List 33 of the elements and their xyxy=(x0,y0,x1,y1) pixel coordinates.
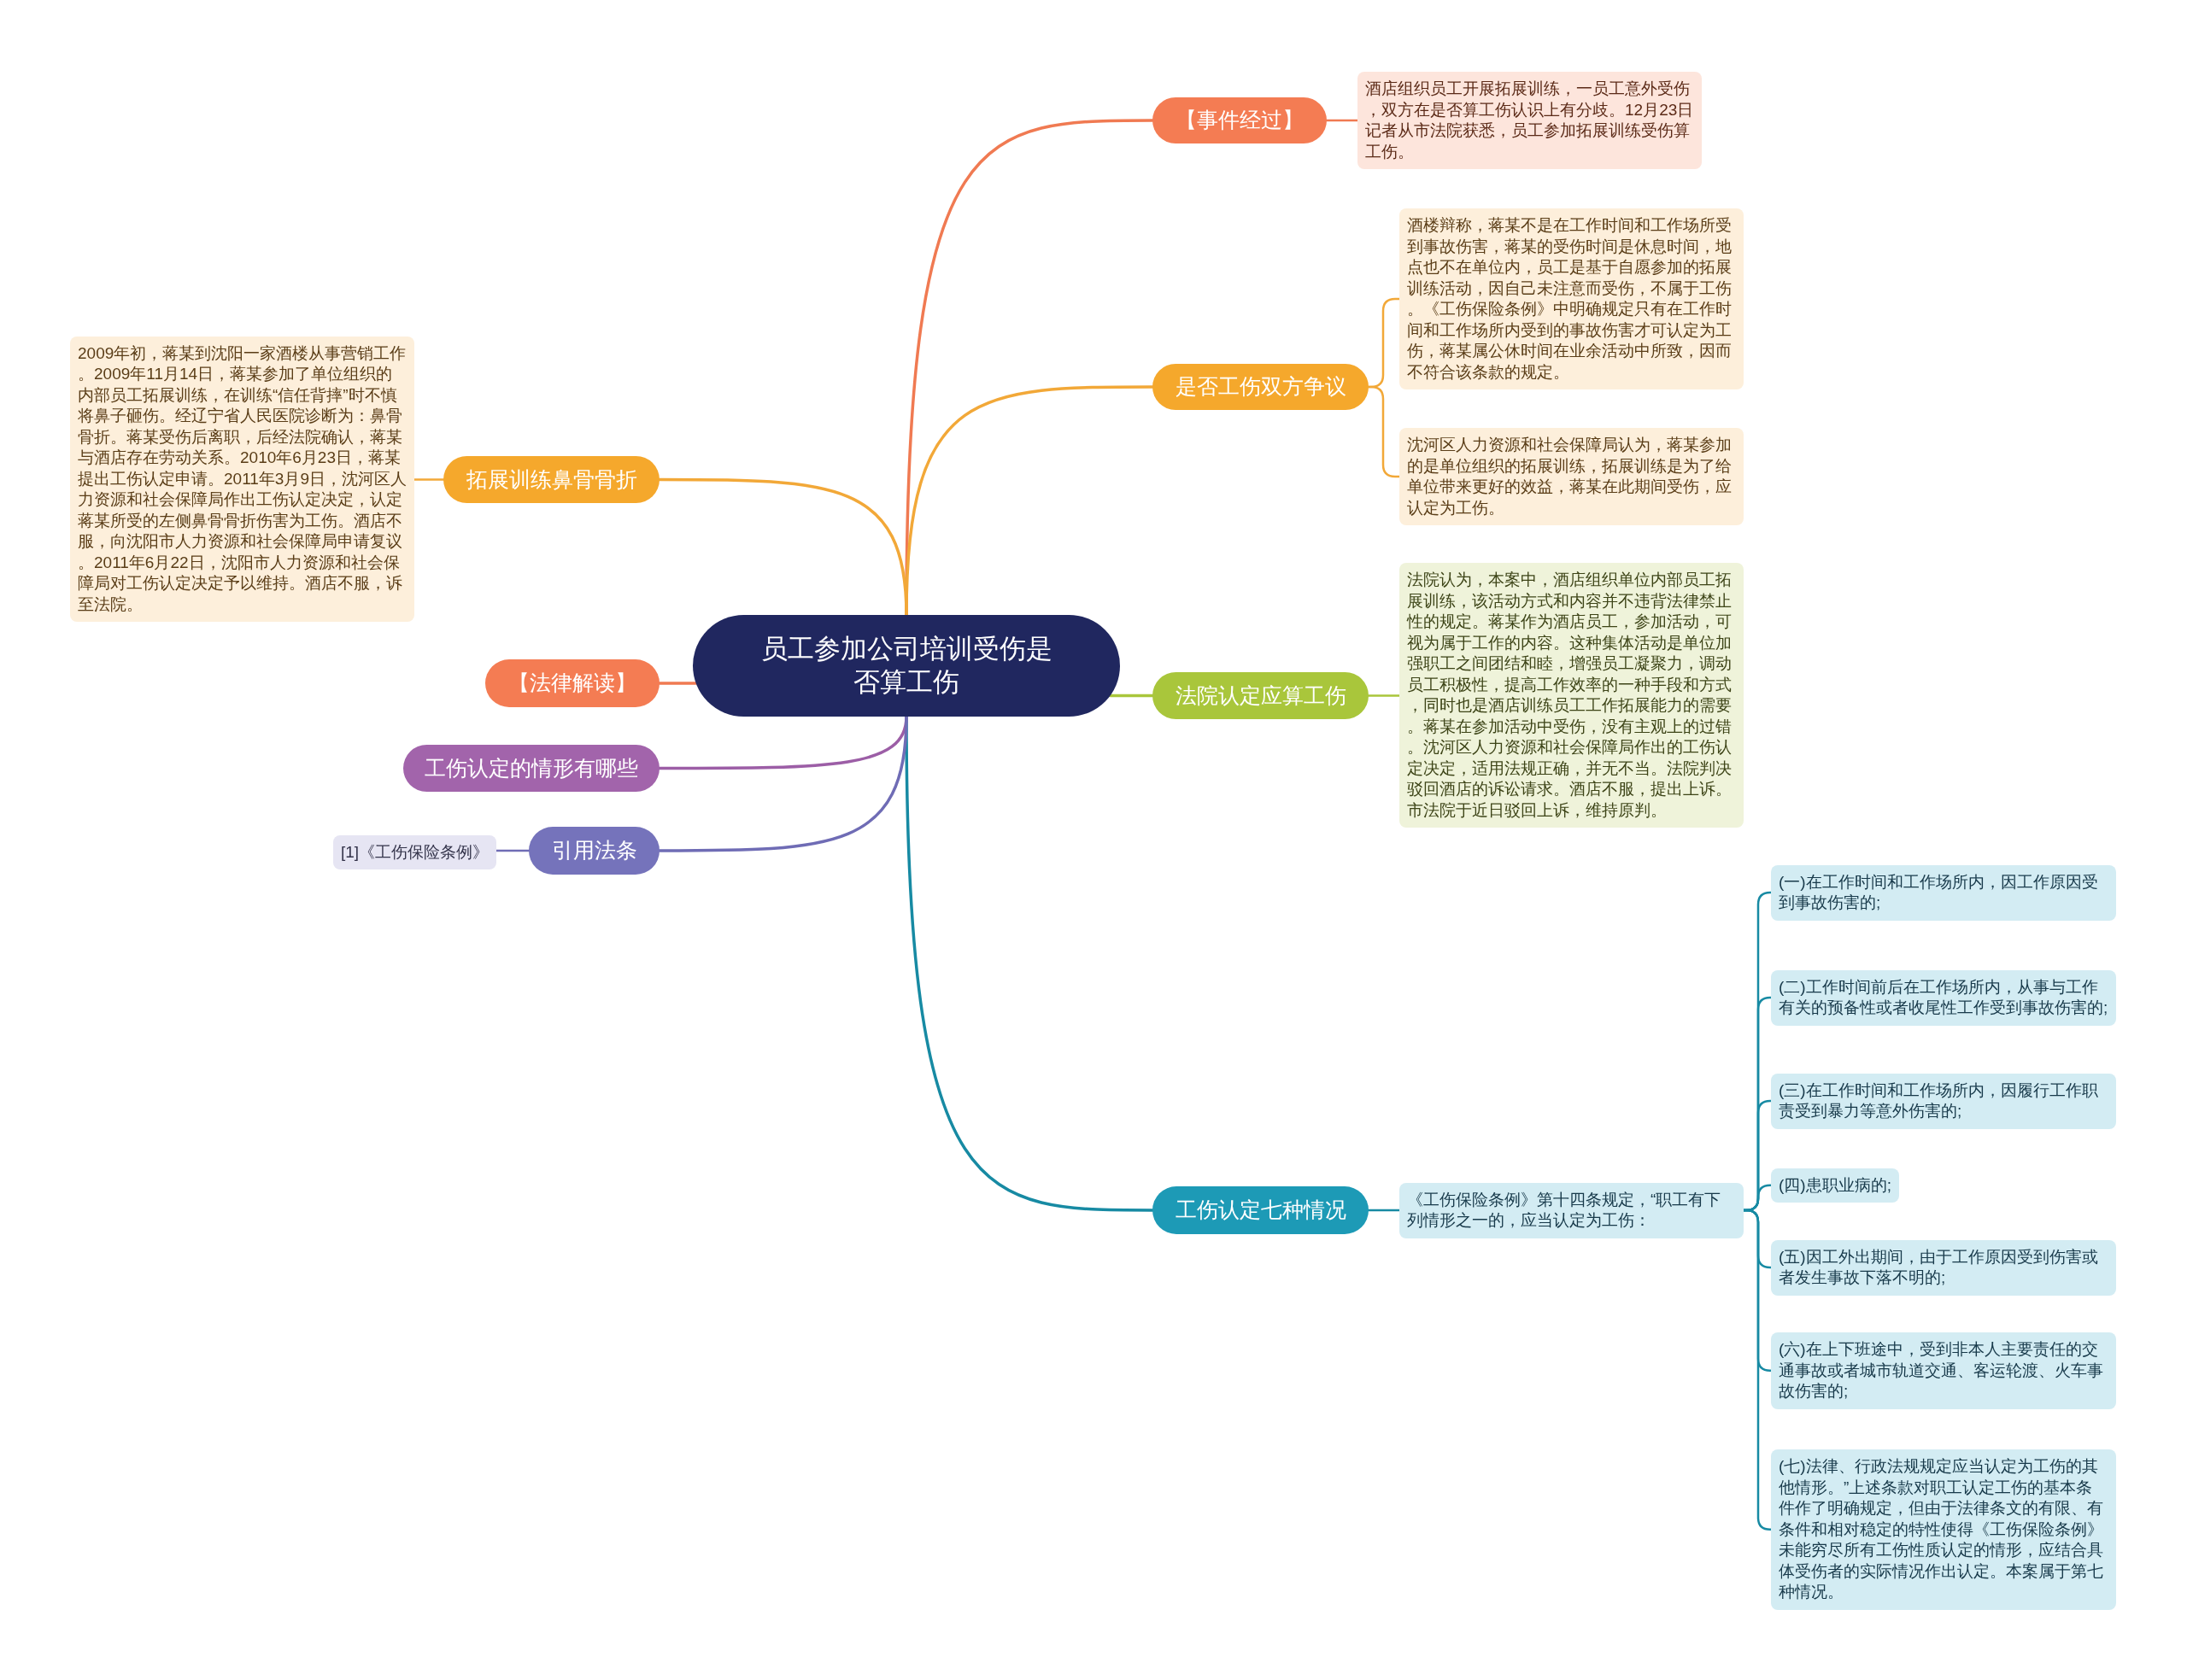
branch-line xyxy=(1742,1209,1773,1531)
text-card: [1]《工伤保险条例》 xyxy=(333,834,497,869)
text-card: (一)在工作时间和工作场所内，因工作原因受到事故伤害的; xyxy=(1771,864,2116,921)
branch-line xyxy=(1367,1209,1401,1212)
branch-line xyxy=(413,478,445,481)
text-card: (七)法律、行政法规规定应当认定为工伤的其他情形。”上述条款对职工认定工伤的基本条件作了明确规定，但由于法律条文的有限、有条件和相对稳定的特性使得《工伤保险条例》未能穷尽所有工伤性质认定的情形，应结合具体受伤者的实际情况作出认定。本案属于第七种情况。 xyxy=(1771,1449,2116,1610)
text-card: (三)在工作时间和工作场所内，因履行工作职责受到暴力等意外伤害的; xyxy=(1771,1073,2116,1129)
branch-line xyxy=(658,477,908,617)
text-card: (六)在上下班途中，受到非本人主要责任的交通事故或者城市轨道交通、客运轮渡、火车事故伤害的; xyxy=(1771,1332,2116,1409)
text-card: (四)患职业病的; xyxy=(1771,1168,1899,1203)
text-card: 2009年初，蒋某到沈阳一家酒楼从事营销工作。2009年11月14日，蒋某参加了单位组织的内部员工拓展训练，在训练“信任背摔”时不慎将鼻子砸伤。经辽宁省人民医院诊断为：鼻骨骨折。蒋某受伤后离职，后经法院确认，蒋某与酒店存在劳动关系。2010年6月23日，蒋某提出工伤认定申请。2011年3月9日，沈河区人力资源和社会保障局作出工伤认定决定，认定蒋某所受的左侧鼻骨骨折伤害为工伤。酒店不服，向沈阳市人力资源和社会保障局申请复议。2011年6月22日，沈阳市人力资源和社会保障局对工伤认定决定予以维持。酒店不服，诉至法院。 xyxy=(70,336,414,622)
topic-pill: 【法律解读】 xyxy=(485,659,660,707)
topic-pill: 【事件经过】 xyxy=(1152,97,1327,143)
topic-pill: 工伤认定的情形有哪些 xyxy=(403,745,660,792)
text-card: 法院认为，本案中，酒店组织单位内部员工拓展训练，该活动方式和内容并不违背法律禁止性的规定。蒋某作为酒店员工，参加活动，可视为属于工作的内容。这种集体活动是单位加强职工之间团结和睦，增强员工凝聚力，调动员工积极性，提高工作效率的一种手段和方式，同时也是酒店训练员工工作拓展能力的需要。蒋某在参加活动中受伤，没有主观上的过错。沈河区人力资源和社会保障局作出的工伤认定决定，适用法规正确，并无不当。法院判决驳回酒店的诉讼请求。酒店不服，提出上诉。市法院于近日驳回上诉，维持原判。 xyxy=(1399,563,1744,828)
topic-pill: 法院认定应算工伤 xyxy=(1152,672,1369,719)
topic-pill: 引用法条 xyxy=(529,827,660,875)
topic-pill: 工伤认定七种情况 xyxy=(1152,1186,1369,1234)
text-card: 酒楼辩称，蒋某不是在工作时间和工作场所受到事故伤害，蒋某的受伤时间是休息时间，地点也不在单位内，员工是基于自愿参加的拓展训练活动，因自己未注意而受伤，不属于工伤。《工伤保险条例》中明确规定只有在工作时间和工作场所内受到的事故伤害才可认定为工伤，蒋某属公休时间在业余活动中所致，因而不符合该条款的规定。 xyxy=(1399,208,1744,389)
text-card: (二)工作时间前后在工作场所内，从事与工作有关的预备性或者收尾性工作受到事故伤害的; xyxy=(1771,969,2116,1026)
text-card: 沈河区人力资源和社会保障局认为，蒋某参加的是单位组织的拓展训练，拓展训练是为了给单位带来更好的效益，蒋某在此期间受伤，应认定为工伤。 xyxy=(1399,428,1744,525)
text-card: (五)因工外出期间，由于工作原因受到伤害或者发生事故下落不明的; xyxy=(1771,1239,2116,1296)
topic-pill: 拓展训练鼻骨骨折 xyxy=(443,456,660,503)
branch-line xyxy=(1108,694,1154,698)
central-topic: 员工参加公司培训受伤是否算工伤 xyxy=(693,615,1120,717)
branch-line xyxy=(658,682,698,685)
topic-pill: 是否工伤双方争议 xyxy=(1152,364,1369,410)
branch-line xyxy=(658,715,908,852)
branch-line xyxy=(1367,694,1401,697)
branch-line xyxy=(1325,119,1359,122)
branch-line xyxy=(1367,385,1401,478)
text-card: 《工伤保险条例》第十四条规定，“职工有下列情形之一的，应当认定为工伤： xyxy=(1399,1182,1744,1238)
text-card: 酒店组织员工开展拓展训练，一员工意外受伤，双方在是否算工伤认识上有分歧。12月23日记者从市法院获悉，员工参加拓展训练受伤算工伤。 xyxy=(1357,72,1702,169)
